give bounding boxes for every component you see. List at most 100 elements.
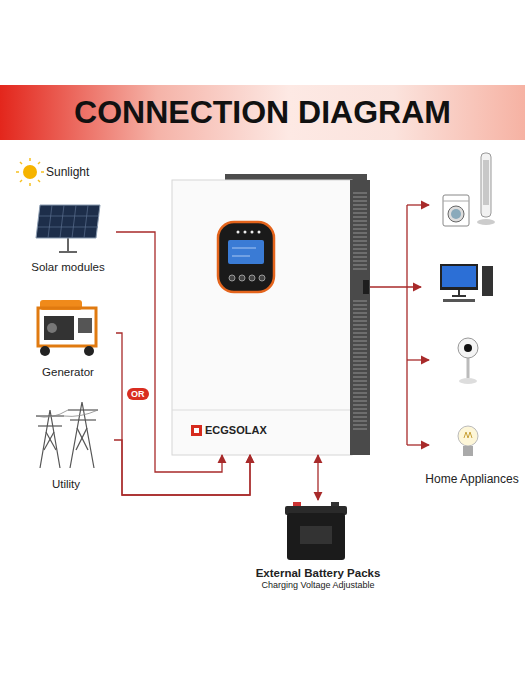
camera-icon xyxy=(459,378,477,384)
solar-panel-icon xyxy=(72,205,76,238)
inverter-unit xyxy=(353,190,367,270)
generator-icon xyxy=(38,308,96,346)
component-box: Generator xyxy=(20,298,116,382)
power-connector xyxy=(370,286,421,287)
washing-machine-icon xyxy=(451,209,461,219)
utility-tower-icon xyxy=(38,425,62,426)
battery-icon xyxy=(287,513,345,560)
sun-icon xyxy=(29,158,31,161)
utility-tower-icon xyxy=(64,410,98,416)
appliance-wiring xyxy=(407,444,429,445)
tower-fan-icon xyxy=(477,153,495,225)
utility-tower-icon xyxy=(70,419,96,420)
inverter-unit xyxy=(244,231,247,234)
utility-tower-icon xyxy=(36,410,68,417)
generator-icon xyxy=(38,300,96,356)
utility-tower-icon xyxy=(40,410,60,468)
solar-panel-icon xyxy=(38,227,98,228)
generator-icon xyxy=(47,323,57,333)
utility-tower-icon xyxy=(36,402,98,468)
generator-icon xyxy=(44,316,74,340)
camera-icon xyxy=(464,344,472,352)
inverter-unit xyxy=(229,275,235,281)
washing-machine-icon xyxy=(443,195,469,226)
solar-panel-icon xyxy=(39,216,99,217)
inverter-unit xyxy=(194,428,199,433)
computer-icon xyxy=(440,264,493,302)
component-box: External Battery PacksCharging Voltage A… xyxy=(252,500,385,595)
inverter-unit xyxy=(249,275,255,281)
washing-machine-icon xyxy=(443,195,469,226)
light-bulb-icon xyxy=(463,446,473,456)
camera-icon xyxy=(458,338,478,384)
light-bulb-icon xyxy=(458,426,478,446)
washing-machine-icon xyxy=(443,201,469,202)
component-note: Charging Voltage Adjustable xyxy=(261,580,374,591)
power-connector xyxy=(317,455,318,500)
light-bulb-icon xyxy=(464,432,472,438)
computer-icon xyxy=(442,266,476,287)
component-label: Home Appliances xyxy=(425,472,518,487)
inverter-unit xyxy=(353,300,367,430)
sun-icon xyxy=(23,165,37,179)
utility-tower-icon xyxy=(68,409,98,410)
title-text: CONNECTION DIAGRAM xyxy=(0,85,525,140)
utility-tower-icon xyxy=(70,402,94,468)
computer-icon xyxy=(443,299,475,302)
power-connector xyxy=(114,440,250,495)
solar-panel-icon xyxy=(48,205,52,238)
inverter-unit xyxy=(172,410,350,411)
computer-icon xyxy=(482,266,493,296)
component-label: ECGSOLAX xyxy=(205,424,267,438)
computer-icon xyxy=(458,290,460,295)
tower-fan-icon xyxy=(483,160,489,205)
appliance-wiring xyxy=(407,359,429,360)
inverter-unit xyxy=(258,231,261,234)
component-label: Solar modules xyxy=(31,260,105,274)
inverter-unit xyxy=(237,231,240,234)
solar-panel-icon xyxy=(60,205,64,238)
computer-icon xyxy=(440,264,478,290)
solar-panel-icon xyxy=(36,205,100,238)
appliance-wiring xyxy=(407,204,429,205)
utility-tower-icon xyxy=(44,432,54,450)
generator-icon xyxy=(84,346,94,356)
component-label: External Battery Packs xyxy=(256,566,381,580)
inverter-unit xyxy=(350,180,370,455)
inverter-unit xyxy=(251,231,254,234)
utility-tower-icon xyxy=(46,432,56,450)
tower-fan-icon xyxy=(477,219,495,225)
generator-icon xyxy=(78,318,92,333)
sun-icon xyxy=(41,171,44,173)
solar-panel-icon xyxy=(67,238,69,252)
inverter-unit xyxy=(232,248,256,249)
inverter-unit xyxy=(172,174,370,455)
utility-tower-icon xyxy=(77,428,88,450)
inverter-unit xyxy=(259,275,265,281)
sun-icon xyxy=(38,162,40,164)
camera-icon xyxy=(458,338,478,358)
solar-panel-icon xyxy=(59,251,77,253)
generator-icon xyxy=(40,346,50,356)
sun-icon xyxy=(16,158,44,186)
sun-icon xyxy=(38,180,40,182)
inverter-unit xyxy=(191,425,202,436)
inverter-unit xyxy=(239,275,245,281)
washing-machine-icon xyxy=(448,206,464,222)
solar-panel-icon xyxy=(36,205,100,252)
power-connector xyxy=(116,333,250,495)
battery-icon xyxy=(300,526,332,544)
inverter-unit xyxy=(232,256,250,257)
or-badge: OR xyxy=(127,388,149,400)
appliance-wiring xyxy=(407,205,429,445)
sun-icon xyxy=(16,171,19,173)
camera-icon xyxy=(467,358,470,378)
component-label: Utility xyxy=(52,477,80,491)
battery-icon xyxy=(285,502,347,560)
sun-icon xyxy=(20,162,22,164)
appliance-wiring xyxy=(406,205,407,445)
solar-panel-icon xyxy=(38,205,99,238)
inverter-unit xyxy=(172,180,352,455)
inverter-unit xyxy=(218,222,274,292)
component-box: Solar modules xyxy=(20,198,116,277)
